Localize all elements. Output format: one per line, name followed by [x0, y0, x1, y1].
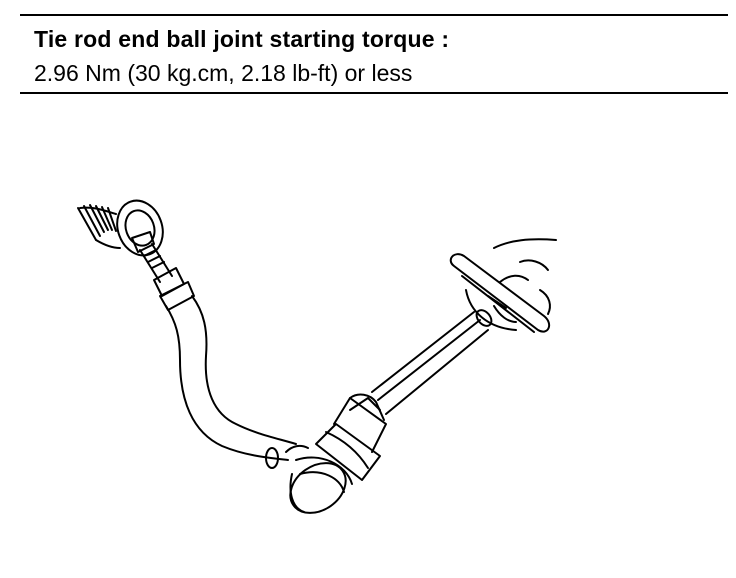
ball-joint [315, 393, 387, 481]
wrench-handle [449, 253, 551, 333]
torque-wrench [371, 309, 493, 415]
spec-value: 2.96 Nm (30 kg.cm, 2.18 lb-ft) or less [34, 60, 413, 86]
tie-rod [131, 231, 297, 461]
hand [493, 238, 557, 315]
torque-spec-box: Tie rod end ball joint starting torque :… [20, 14, 728, 94]
rack-boot [77, 199, 164, 257]
spec-title: Tie rod end ball joint starting torque : [34, 26, 450, 52]
tie-rod-end [265, 444, 353, 514]
